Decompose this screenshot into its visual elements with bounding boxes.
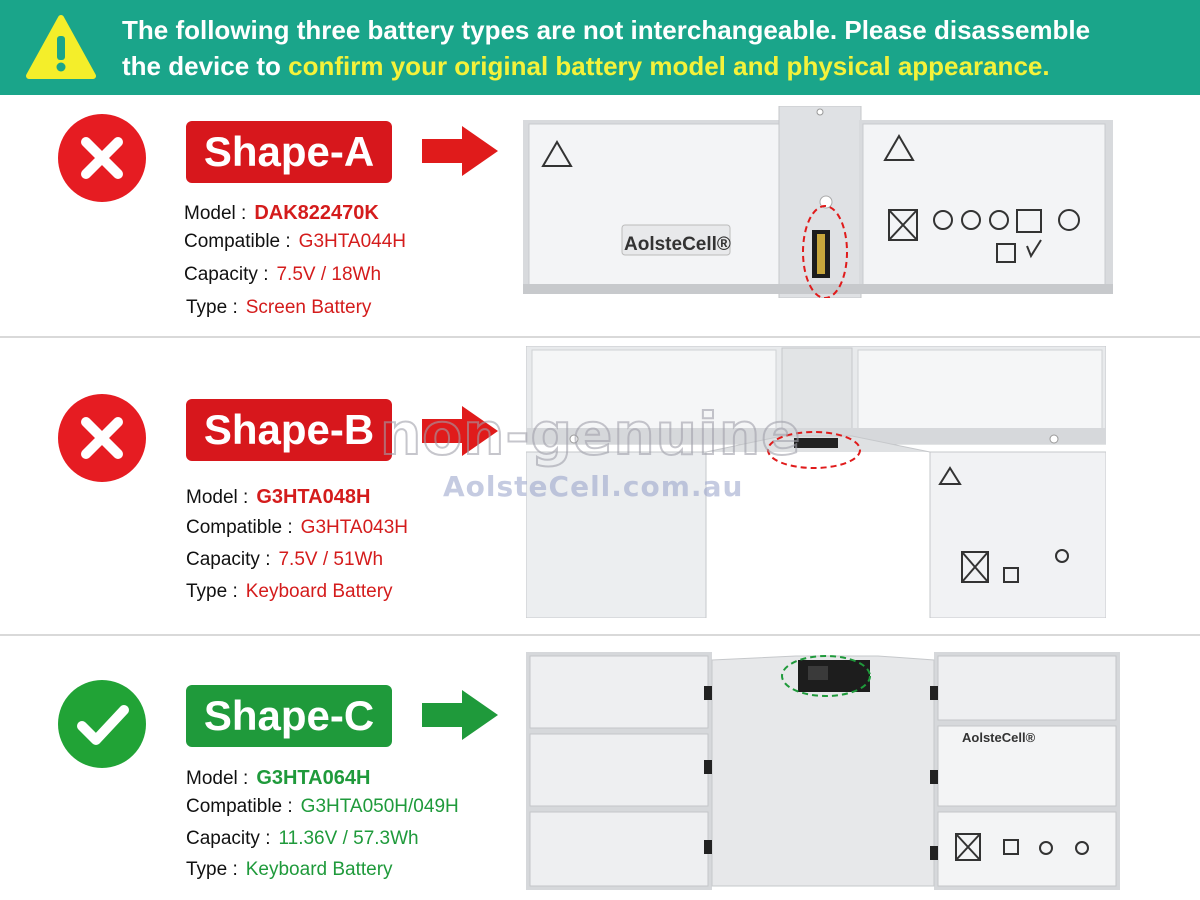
model-label: Model : — [184, 203, 247, 224]
shape-a-compatible: G3HTA044H — [298, 231, 407, 252]
compatible-label: Compatible : — [186, 517, 293, 538]
section-divider — [0, 634, 1200, 636]
shape-a-model: DAK822470K — [254, 202, 379, 224]
arrow-right-icon — [422, 690, 498, 740]
banner-line-1: The following three battery types are no… — [122, 15, 1091, 45]
shape-b-type: Keyboard Battery — [245, 581, 393, 602]
banner-line-2: the device to confirm your original batt… — [122, 48, 1192, 84]
arrow-right-icon — [422, 406, 498, 456]
banner-line-2-prefix: the device to — [122, 51, 289, 81]
shape-c-battery-image — [526, 652, 1120, 890]
shape-c-model-row: Model : G3HTA064H — [186, 767, 370, 790]
shape-c-type-row: Type : Keyboard Battery — [186, 859, 393, 881]
type-label: Type : — [186, 859, 238, 880]
capacity-label: Capacity : — [186, 828, 271, 849]
compatible-label: Compatible : — [186, 796, 293, 817]
shape-b-model-row: Model : G3HTA048H — [186, 486, 370, 509]
arrow-right-icon — [422, 126, 498, 176]
cross-icon — [58, 394, 146, 482]
watermark-site: AolsteCell.com.au — [443, 470, 744, 503]
shape-b-compatible: G3HTA043H — [300, 517, 409, 538]
compatible-label: Compatible : — [184, 231, 291, 252]
model-label: Model : — [186, 768, 249, 789]
shape-c-compatible: G3HTA050H/049H — [300, 796, 459, 817]
shape-a-model-row: Model : DAK822470K — [184, 202, 379, 225]
shape-c-type: Keyboard Battery — [245, 859, 393, 880]
section-divider — [0, 336, 1200, 338]
cross-icon — [58, 114, 146, 202]
model-label: Model : — [186, 487, 249, 508]
shape-a-battery-image — [523, 106, 1113, 298]
banner-message: The following three battery types are no… — [122, 12, 1192, 84]
shape-b-tag: Shape-B — [186, 399, 392, 461]
shape-a-capacity-row: Capacity : 7.5V / 18Wh — [184, 264, 381, 286]
capacity-label: Capacity : — [184, 264, 269, 285]
shape-c-model: G3HTA064H — [256, 767, 371, 789]
shape-c-capacity: 11.36V / 57.3Wh — [278, 828, 419, 849]
banner-line-2-highlight: confirm your original battery model and … — [288, 51, 1050, 81]
shape-b-type-row: Type : Keyboard Battery — [186, 581, 393, 603]
warning-banner: The following three battery types are no… — [0, 0, 1200, 95]
shape-b-capacity: 7.5V / 51Wh — [278, 549, 384, 570]
watermark-text: non-genuine — [379, 399, 802, 469]
capacity-label: Capacity : — [186, 549, 271, 570]
type-label: Type : — [186, 581, 238, 602]
shape-a-compatible-row: Compatible : G3HTA044H — [184, 231, 406, 253]
shape-a-capacity: 7.5V / 18Wh — [276, 264, 382, 285]
check-icon — [58, 680, 146, 768]
warning-icon — [26, 15, 96, 79]
shape-b-compatible-row: Compatible : G3HTA043H — [186, 517, 408, 539]
shape-c-compatible-row: Compatible : G3HTA050H/049H — [186, 796, 459, 818]
shape-a-tag: Shape-A — [186, 121, 392, 183]
shape-c-brand: AolsteCell® — [962, 730, 1036, 745]
shape-a-brand: AolsteCell® — [624, 234, 731, 255]
shape-a-type-row: Type : Screen Battery — [186, 297, 371, 319]
shape-b-capacity-row: Capacity : 7.5V / 51Wh — [186, 549, 383, 571]
shape-b-model: G3HTA048H — [256, 486, 371, 508]
shape-c-tag: Shape-C — [186, 685, 392, 747]
shape-a-type: Screen Battery — [245, 297, 372, 318]
type-label: Type : — [186, 297, 238, 318]
shape-c-capacity-row: Capacity : 11.36V / 57.3Wh — [186, 828, 419, 850]
shape-b-battery-image — [526, 346, 1106, 618]
